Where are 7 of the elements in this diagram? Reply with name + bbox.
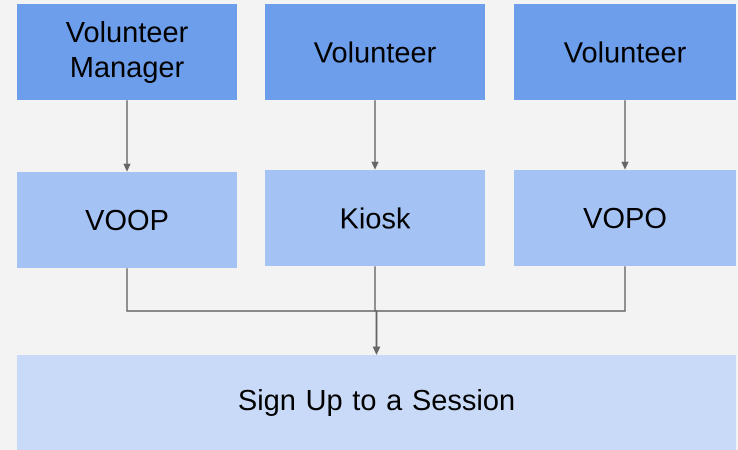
role-box: Volunteer Manager bbox=[17, 4, 237, 100]
channel-box: VOOP bbox=[17, 172, 237, 268]
role-box: Volunteer bbox=[265, 4, 485, 100]
channel-box: Kiosk bbox=[265, 170, 485, 266]
role-box: Volunteer bbox=[514, 4, 736, 100]
channel-box: VOPO bbox=[514, 170, 736, 266]
action-box: Sign Up to a Session bbox=[17, 355, 736, 450]
